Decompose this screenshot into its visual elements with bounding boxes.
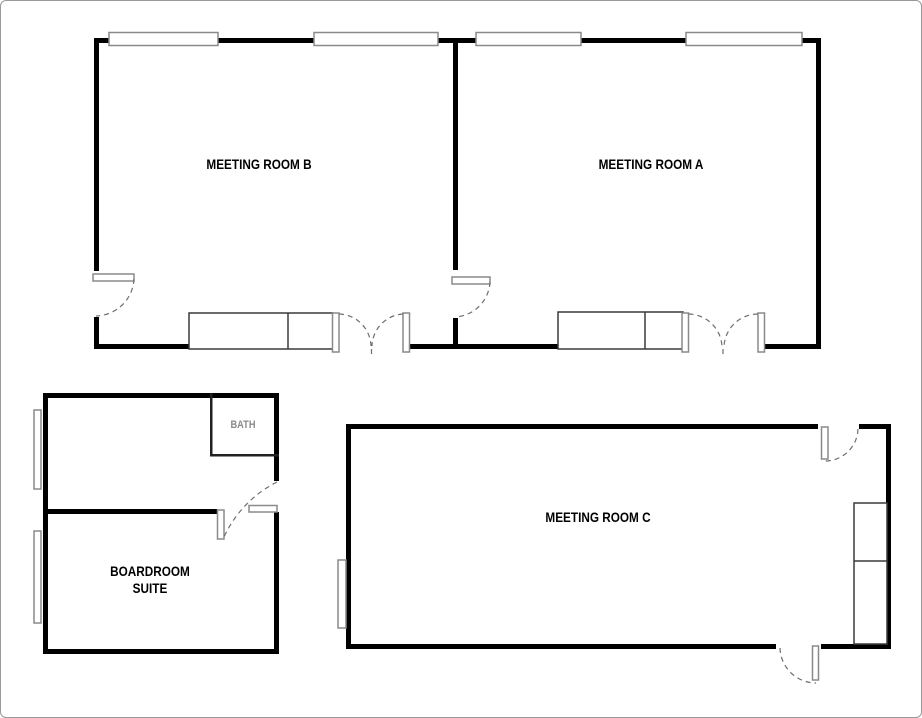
- wall-top-right-stub: [859, 424, 891, 429]
- door-leaf: [92, 273, 135, 282]
- window: [475, 31, 582, 47]
- window: [313, 31, 439, 47]
- bath-wall-bottom: [210, 454, 279, 457]
- door-leaf: [811, 645, 820, 681]
- window: [337, 559, 347, 629]
- door-leaf: [402, 312, 411, 353]
- credenza: [188, 312, 334, 350]
- wall-left: [346, 424, 351, 649]
- wall-top: [43, 393, 279, 398]
- door-swing-arc: [723, 313, 759, 348]
- room-label-meeting-room-a: MEETING ROOM A: [598, 156, 704, 172]
- wall-divider-lower: [453, 318, 458, 349]
- door-swing-arc: [338, 313, 372, 347]
- room-label-boardroom-line2: SUITE: [132, 580, 168, 596]
- boardroom-suite: [33, 393, 279, 654]
- room-label-bath: BATH: [230, 419, 256, 431]
- door-swing-arc: [95, 278, 135, 317]
- wall-top: [346, 424, 818, 429]
- wall-bottom-right-stub: [821, 644, 891, 649]
- wall-right-lower: [274, 512, 279, 654]
- door-leaf: [451, 276, 491, 285]
- wall-bottom-right: [763, 344, 821, 349]
- wall-right: [886, 424, 891, 649]
- window: [33, 409, 42, 490]
- door-leaf: [248, 504, 278, 513]
- door-swing-arc: [371, 313, 404, 347]
- wall-right-upper: [274, 393, 279, 481]
- room-label-meeting-room-c: MEETING ROOM C: [545, 509, 651, 525]
- wall-left: [43, 393, 48, 654]
- wall-bottom: [43, 649, 279, 654]
- wall-left-lower: [94, 317, 99, 349]
- window: [685, 31, 803, 47]
- door-swing-arc: [824, 428, 859, 462]
- room-label-meeting-room-b: MEETING ROOM B: [206, 156, 312, 172]
- door-leaf: [757, 312, 766, 353]
- wall-divider-upper: [453, 38, 458, 270]
- wall-divider: [43, 509, 217, 514]
- wall-bottom: [346, 644, 776, 649]
- door-leaf: [331, 312, 340, 353]
- door-swing-arc: [223, 481, 278, 538]
- window: [33, 530, 42, 624]
- meeting-rooms-a-b: [92, 31, 821, 358]
- room-label-boardroom-line1: BOARDROOM: [110, 563, 190, 579]
- door-leaf: [820, 426, 829, 460]
- room-label-boardroom-suite: BOARDROOM SUITE: [110, 563, 190, 597]
- door-swing-arc: [454, 281, 491, 318]
- door-swing-arc: [779, 647, 817, 684]
- window: [108, 31, 219, 47]
- door-swing-arc: [688, 313, 723, 348]
- door-leaf: [681, 312, 690, 353]
- wall-left-upper: [94, 38, 99, 271]
- credenza: [557, 311, 684, 350]
- wall-bottom-mid: [408, 344, 685, 349]
- bath-wall-left: [210, 393, 213, 456]
- wall-right: [816, 38, 821, 349]
- door-leaf: [216, 509, 225, 540]
- meeting-room-c: [337, 424, 891, 684]
- cabinet: [853, 502, 888, 645]
